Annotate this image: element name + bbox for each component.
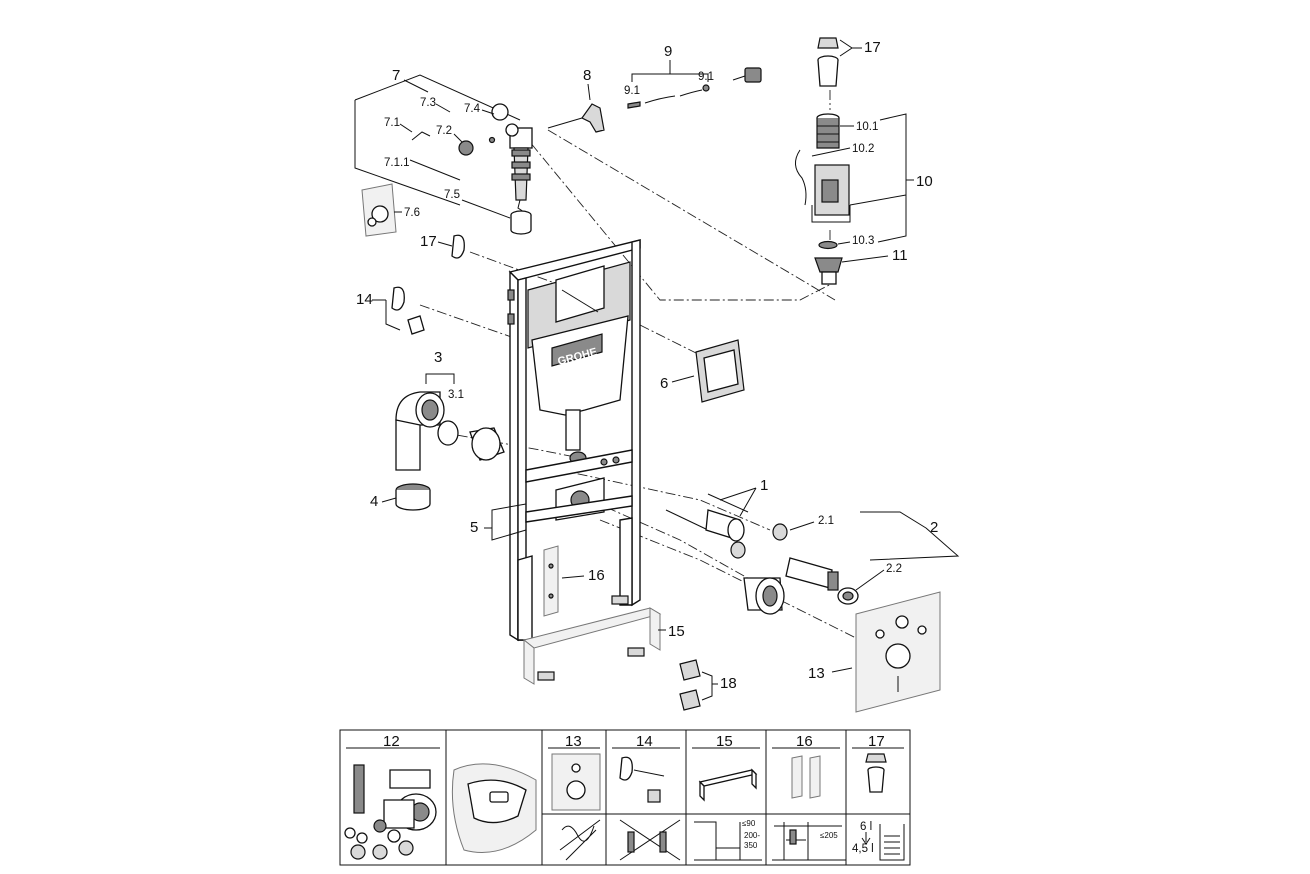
- callout-10: 10: [916, 173, 933, 190]
- callout-3-1: 3.1: [448, 389, 464, 401]
- accessory-table: 12 13 14 15 16 17: [339, 729, 911, 866]
- flush-volume-4-5: 4,5 l: [852, 843, 874, 855]
- callout-7-1-1: 7.1.1: [384, 157, 410, 169]
- part-10-flush-valve: [795, 37, 851, 285]
- callout-9-1b: 9.1: [698, 71, 714, 83]
- table-header-14: 14: [636, 733, 653, 750]
- callout-16: 16: [588, 567, 605, 584]
- callout-17-left: 17: [420, 233, 437, 250]
- callout-7-4: 7.4: [464, 103, 481, 115]
- dim-200: 200-: [744, 831, 760, 840]
- callout-7-3: 7.3: [420, 97, 436, 109]
- callout-7-1: 7.1: [384, 117, 400, 129]
- callout-7-2: 7.2: [436, 125, 452, 137]
- part-6-flush-frame: [695, 339, 745, 403]
- callout-6: 6: [660, 375, 668, 392]
- dim-205: ≤205: [820, 831, 838, 840]
- callout-7-5: 7.5: [444, 189, 460, 201]
- callout-9: 9: [664, 43, 672, 60]
- cell-17-illustration: 6 l 4,5 l: [852, 753, 905, 861]
- callout-5: 5: [470, 519, 478, 536]
- table-header-13: 13: [565, 733, 582, 750]
- cell-14-illustration: [619, 756, 681, 861]
- callout-15: 15: [668, 623, 685, 640]
- cell-12-illustration: [344, 764, 437, 860]
- part-15-stand: [522, 607, 662, 685]
- part-3-4-bend: [395, 391, 505, 511]
- dim-90: ≤90: [742, 819, 756, 828]
- part-13-sound-mat: [855, 591, 941, 713]
- part-8-9-connection: [547, 67, 762, 133]
- callout-8: 8: [583, 67, 591, 84]
- callout-3: 3: [434, 349, 442, 366]
- part-18-clip: [679, 659, 701, 711]
- part-7-fill-valve: [354, 74, 533, 237]
- dim-350: 350: [744, 841, 758, 850]
- callout-4: 4: [370, 493, 378, 510]
- part-16-bracket: [543, 545, 559, 617]
- installation-frame: GROHE: [507, 239, 641, 642]
- table-header-16: 16: [796, 733, 813, 750]
- part-17-14-anchors: [385, 234, 465, 335]
- callout-10-2: 10.2: [852, 143, 874, 155]
- assembly-lines: [419, 90, 861, 641]
- callout-18: 18: [720, 675, 737, 692]
- callout-7-6: 7.6: [404, 207, 420, 219]
- callout-7: 7: [392, 67, 400, 84]
- table-header-15: 15: [716, 733, 733, 750]
- callout-2-2: 2.2: [886, 563, 902, 575]
- callout-2: 2: [930, 519, 938, 536]
- cell-toilet-illustration: [451, 763, 537, 853]
- callout-10-1: 10.1: [856, 121, 878, 133]
- callout-2-1: 2.1: [818, 515, 834, 527]
- callout-14: 14: [356, 291, 373, 308]
- part-1-2-connectors: [665, 493, 859, 615]
- table-header-17: 17: [868, 733, 885, 750]
- callout-11: 11: [892, 247, 908, 264]
- callout-13: 13: [808, 665, 825, 682]
- cell-15-illustration: ≤90 200- 350: [694, 768, 762, 861]
- callout-labels: 7 7.3 7.4 7.1 7.2 7.1.1 7.5 7.6 8 9 9.1 …: [356, 39, 960, 701]
- callout-10-3: 10.3: [852, 235, 874, 247]
- callout-17-top: 17: [864, 39, 881, 56]
- cell-16-illustration: ≤205: [772, 755, 846, 861]
- cell-13-illustration: [551, 753, 601, 861]
- table-header-12: 12: [383, 733, 400, 750]
- callout-9-1a: 9.1: [624, 85, 640, 97]
- flush-volume-6: 6 l: [860, 821, 872, 833]
- callout-1: 1: [760, 477, 768, 494]
